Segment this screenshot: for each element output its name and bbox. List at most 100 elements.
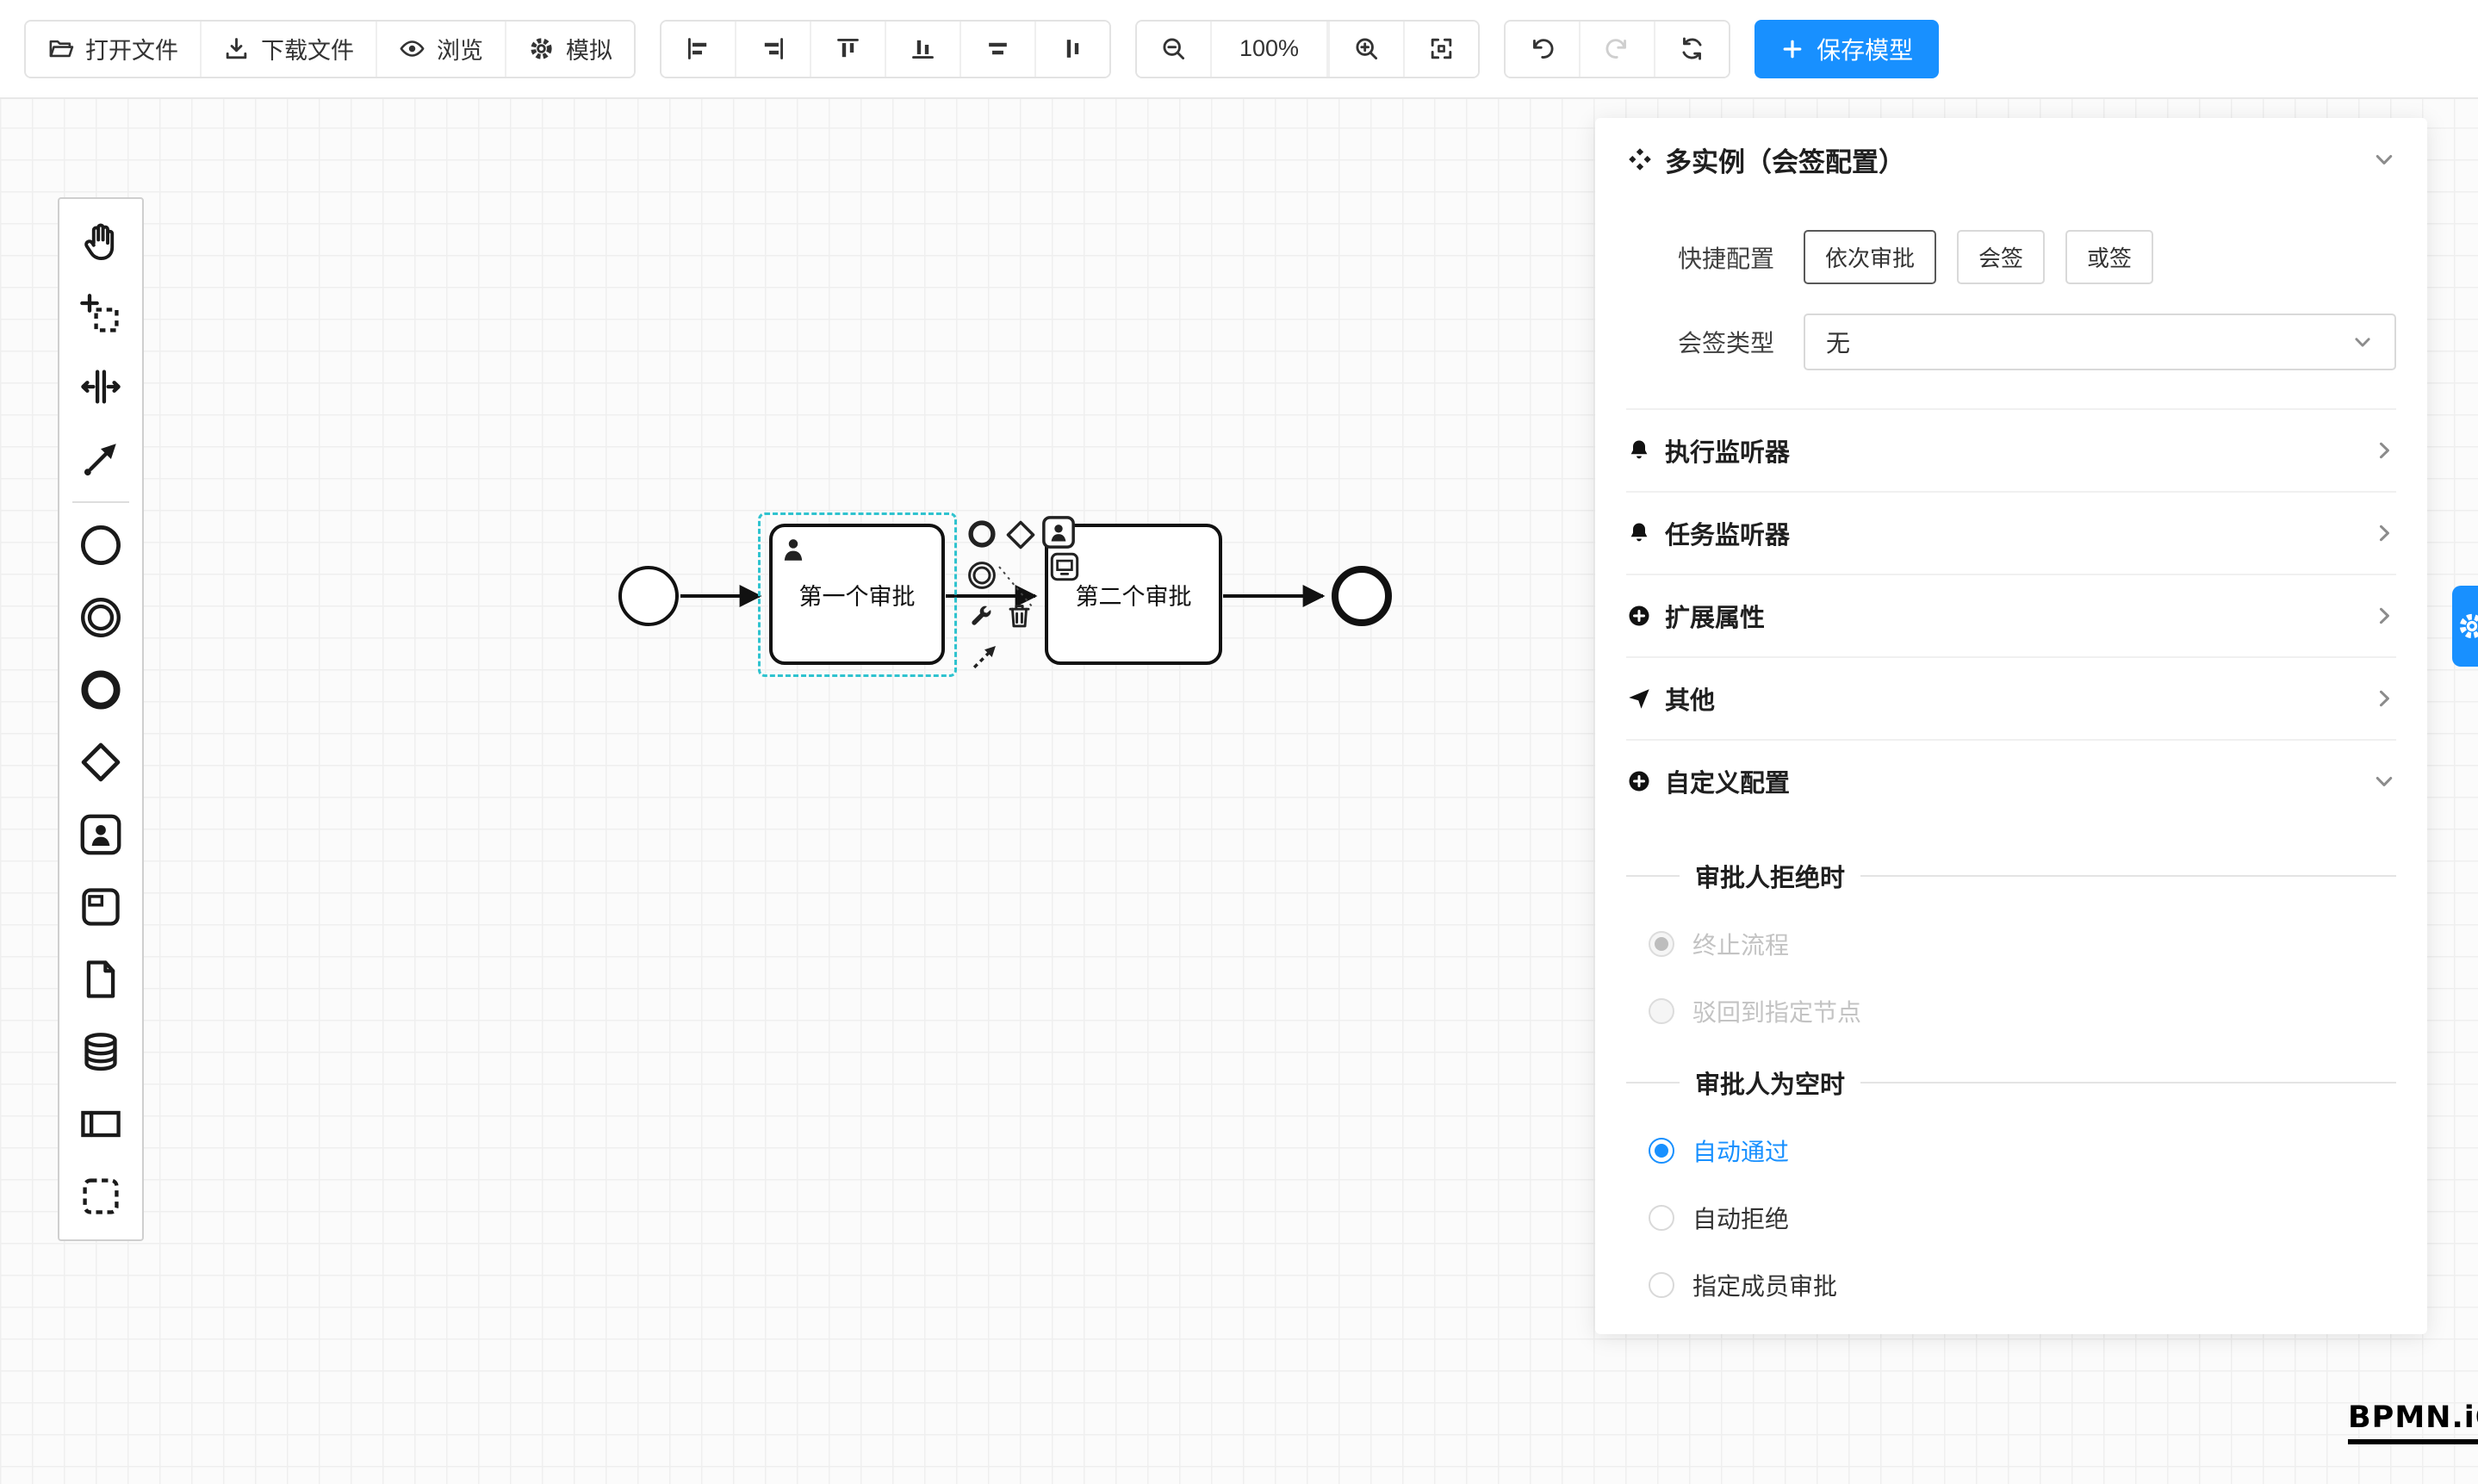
section-execution-listener[interactable]: 执行监听器 — [1626, 408, 2396, 491]
connect-tool-button[interactable] — [968, 641, 1001, 674]
space-tool[interactable] — [65, 351, 137, 423]
radio-button[interactable] — [1649, 998, 1674, 1024]
zoom-out-icon — [1160, 35, 1187, 62]
end-event-icon — [78, 667, 123, 712]
radio-button[interactable] — [1649, 1138, 1674, 1164]
sign-type-row: 会签类型 无 — [1626, 314, 2396, 370]
create-end-event[interactable] — [65, 654, 137, 726]
history-button-group — [1504, 19, 1731, 78]
save-model-button[interactable]: 保存模型 — [1754, 19, 1940, 78]
radio-auto-reject[interactable]: 自动拒绝 — [1649, 1201, 2396, 1235]
create-participant[interactable] — [65, 1088, 137, 1160]
align-center-horizontal-button[interactable] — [960, 21, 1034, 77]
end-event[interactable] — [1332, 566, 1392, 626]
change-type-wrench-button[interactable] — [968, 603, 995, 630]
align-right-button[interactable] — [735, 21, 810, 77]
settings-edge-tab[interactable] — [2452, 586, 2478, 667]
download-file-label: 下载文件 — [261, 38, 354, 64]
panel-header-multi-instance[interactable]: 多实例（会签配置） — [1626, 118, 2396, 201]
undo-icon — [1529, 35, 1556, 62]
bpmn-io-logo[interactable]: BPMN.iO — [2348, 1400, 2478, 1444]
section-extended-attributes[interactable]: 扩展属性 — [1626, 574, 2396, 656]
section-other[interactable]: 其他 — [1626, 656, 2396, 739]
chevron-down-icon — [2372, 769, 2396, 793]
gateway-icon — [78, 740, 123, 785]
toolbar: 打开文件 下载文件 浏览 模拟 100% 保存模型 — [0, 0, 2478, 99]
group-icon — [78, 1174, 123, 1219]
selection-outline — [758, 512, 957, 677]
align-left-button[interactable] — [661, 21, 735, 77]
preview-label: 浏览 — [437, 38, 483, 64]
radio-auto-pass[interactable]: 自动通过 — [1649, 1133, 2396, 1168]
reject-section-divider: 审批人拒绝时 — [1626, 858, 2396, 894]
quick-config-row: 快捷配置 依次审批 会签 或签 — [1626, 230, 2396, 284]
quick-option-sequential[interactable]: 依次审批 — [1804, 230, 1937, 284]
sign-type-select[interactable]: 无 — [1804, 314, 2396, 370]
radio-button[interactable] — [1649, 1205, 1674, 1231]
delete-trash-button[interactable] — [1004, 600, 1034, 630]
section-label: 其他 — [1665, 687, 1716, 715]
create-task[interactable] — [65, 871, 137, 943]
radio-button[interactable] — [1649, 1272, 1674, 1298]
create-intermediate-event[interactable] — [65, 581, 137, 654]
hand-tool[interactable] — [65, 206, 137, 278]
task-first-approval-label: 第一个审批 — [798, 583, 916, 610]
align-center-vertical-button[interactable] — [1034, 21, 1109, 77]
align-right-icon — [760, 35, 786, 62]
zoom-level-value: 100% — [1210, 21, 1329, 77]
reset-button[interactable] — [1654, 21, 1730, 77]
align-top-icon — [835, 35, 861, 62]
zoom-in-button[interactable] — [1328, 21, 1404, 77]
radio-label: 指定成员审批 — [1692, 1273, 1838, 1300]
chevron-right-icon — [2372, 438, 2396, 463]
chevron-down-icon — [2372, 147, 2396, 171]
append-end-event-button[interactable] — [966, 518, 997, 550]
radio-designated-member[interactable]: 指定成员审批 — [1649, 1268, 2396, 1302]
align-top-button[interactable] — [810, 21, 885, 77]
radio-label: 自动拒绝 — [1692, 1206, 1790, 1233]
create-data-object[interactable] — [65, 943, 137, 1015]
task-second-approval[interactable] — [1045, 524, 1222, 665]
create-start-event[interactable] — [65, 509, 137, 581]
section-label: 执行监听器 — [1665, 439, 1791, 467]
align-bottom-icon — [910, 35, 936, 62]
empty-section-title: 审批人为空时 — [1695, 1071, 1846, 1099]
download-icon — [223, 35, 250, 62]
start-event[interactable] — [618, 566, 679, 626]
open-file-button[interactable]: 打开文件 — [26, 21, 200, 77]
simulate-button[interactable]: 模拟 — [505, 21, 634, 77]
append-receive-task-button[interactable] — [1049, 551, 1080, 582]
append-user-task-button[interactable] — [1040, 514, 1077, 550]
append-intermediate-event-button[interactable] — [966, 560, 997, 591]
undo-button[interactable] — [1506, 21, 1580, 77]
append-gateway-button[interactable] — [1004, 518, 1037, 551]
zoom-out-button[interactable] — [1137, 21, 1210, 77]
save-model-label: 保存模型 — [1817, 36, 1914, 64]
download-file-button[interactable]: 下载文件 — [200, 21, 376, 77]
create-user-task[interactable] — [65, 798, 137, 871]
radio-terminate-process[interactable]: 终止流程 — [1649, 927, 2396, 961]
lasso-tool[interactable] — [65, 278, 137, 351]
create-data-store[interactable] — [65, 1015, 137, 1088]
connect-arrow-icon — [78, 437, 123, 481]
radio-button[interactable] — [1649, 931, 1674, 957]
create-group[interactable] — [65, 1160, 137, 1233]
folder-open-icon — [47, 35, 74, 62]
section-custom-config[interactable]: 自定义配置 — [1626, 739, 2396, 822]
zoom-fit-button[interactable] — [1403, 21, 1479, 77]
quick-option-countersign[interactable]: 会签 — [1957, 230, 2046, 284]
radio-return-to-node[interactable]: 驳回到指定节点 — [1649, 994, 2396, 1028]
quick-option-orsign[interactable]: 或签 — [2065, 230, 2154, 284]
create-gateway[interactable] — [65, 726, 137, 798]
zoom-button-group: 100% — [1135, 19, 1481, 78]
align-center-vertical-icon — [1059, 35, 1086, 62]
preview-button[interactable]: 浏览 — [376, 21, 505, 77]
align-bottom-button[interactable] — [885, 21, 960, 77]
task-first-approval[interactable] — [769, 524, 945, 665]
database-icon — [78, 1029, 123, 1074]
global-connect-tool[interactable] — [65, 423, 137, 495]
sign-type-label: 会签类型 — [1677, 330, 1774, 357]
redo-button[interactable] — [1579, 21, 1655, 77]
fit-viewport-icon — [1428, 35, 1455, 62]
section-task-listener[interactable]: 任务监听器 — [1626, 491, 2396, 574]
